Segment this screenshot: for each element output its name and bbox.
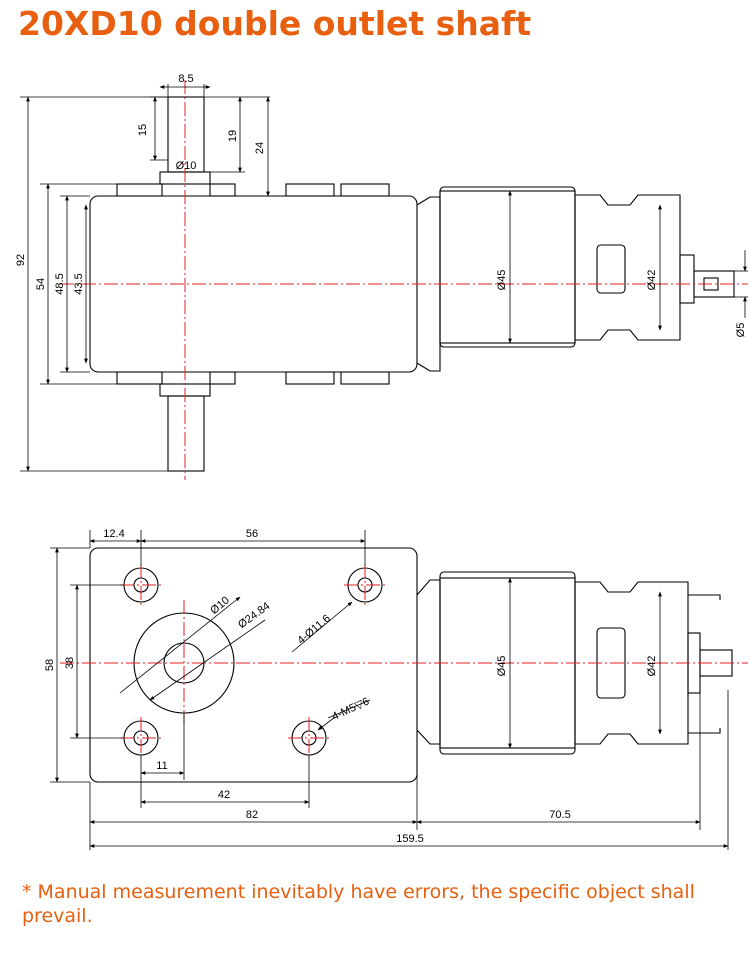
dim-gearbox-length: 82 xyxy=(246,809,258,821)
motor-slot xyxy=(596,244,626,294)
motor-terminal xyxy=(688,594,721,600)
dim-cap-dia: Ø42 xyxy=(646,270,658,291)
gearbox-lug xyxy=(285,371,335,385)
dim-inner-height: 43.5 xyxy=(73,273,85,294)
front-dimensions xyxy=(50,530,729,850)
dim-cap-dia: Ø42 xyxy=(646,656,658,677)
dim-motor-dia: Ø45 xyxy=(496,270,508,291)
gearbox-lug xyxy=(340,371,390,385)
dim-shaft-len-c: 24 xyxy=(254,142,266,154)
dim-shaft-len-b: 19 xyxy=(227,130,239,142)
lower-shaft xyxy=(167,395,205,472)
motor-terminal xyxy=(688,728,721,734)
gearbox-lug xyxy=(209,183,236,197)
gearbox-lug xyxy=(116,371,163,385)
gearbox-lug xyxy=(116,183,163,197)
front-view xyxy=(89,547,733,783)
gearbox-lug xyxy=(340,183,390,197)
page-title: 20XD10 double outlet shaft xyxy=(18,4,532,43)
top-centerlines xyxy=(60,80,748,480)
dim-hole-spec: 4-Ø11.6 xyxy=(295,613,333,647)
dim-42: 42 xyxy=(218,789,230,801)
motor-can-band xyxy=(439,190,576,344)
dim-overall-height: 92 xyxy=(15,254,27,266)
motor-endcap xyxy=(574,581,689,745)
gearbox-lug xyxy=(285,183,335,197)
dim-shaft-len-a: 15 xyxy=(137,124,149,136)
dim-shaft-dia: Ø10 xyxy=(208,594,232,617)
dim-overall-height: 58 xyxy=(44,659,56,671)
dim-motor-dia: Ø45 xyxy=(496,656,508,677)
dim-boss-dia: Ø10 xyxy=(176,160,197,172)
dim-body-height: 54 xyxy=(35,278,47,290)
gearbox-face xyxy=(89,547,418,783)
motor-can xyxy=(439,186,576,348)
dim-thread-spec: 4-M5▽6 xyxy=(330,695,371,723)
disclaimer-note: * Manual measurement inevitably have err… xyxy=(22,881,695,927)
motor-boss xyxy=(679,254,695,304)
dim-edge-offset: 12.4 xyxy=(103,528,124,540)
top-dimension-labels: 8.5 15 Ø10 19 24 92 54 48.5 43.5 Ø45 Ø42… xyxy=(15,73,747,337)
dim-shaft-width: 8.5 xyxy=(178,73,193,85)
motor-neck xyxy=(416,579,441,745)
top-dimensions xyxy=(20,84,748,472)
dim-hole-spacing-y: 38 xyxy=(64,657,76,669)
gearbox-lug xyxy=(209,371,236,385)
dim-offset: 11 xyxy=(156,760,167,772)
motor-endcap xyxy=(574,194,681,341)
dim-boss-dia: Ø24.84 xyxy=(236,600,272,631)
dim-output-dia: Ø5 xyxy=(735,323,747,338)
dim-hole-spacing-x: 56 xyxy=(246,528,258,540)
dim-flange-height: 48.5 xyxy=(54,273,66,294)
front-centerlines xyxy=(60,564,748,759)
dim-motor-length: 70.5 xyxy=(549,809,570,821)
dim-total-length: 159.5 xyxy=(396,833,424,845)
